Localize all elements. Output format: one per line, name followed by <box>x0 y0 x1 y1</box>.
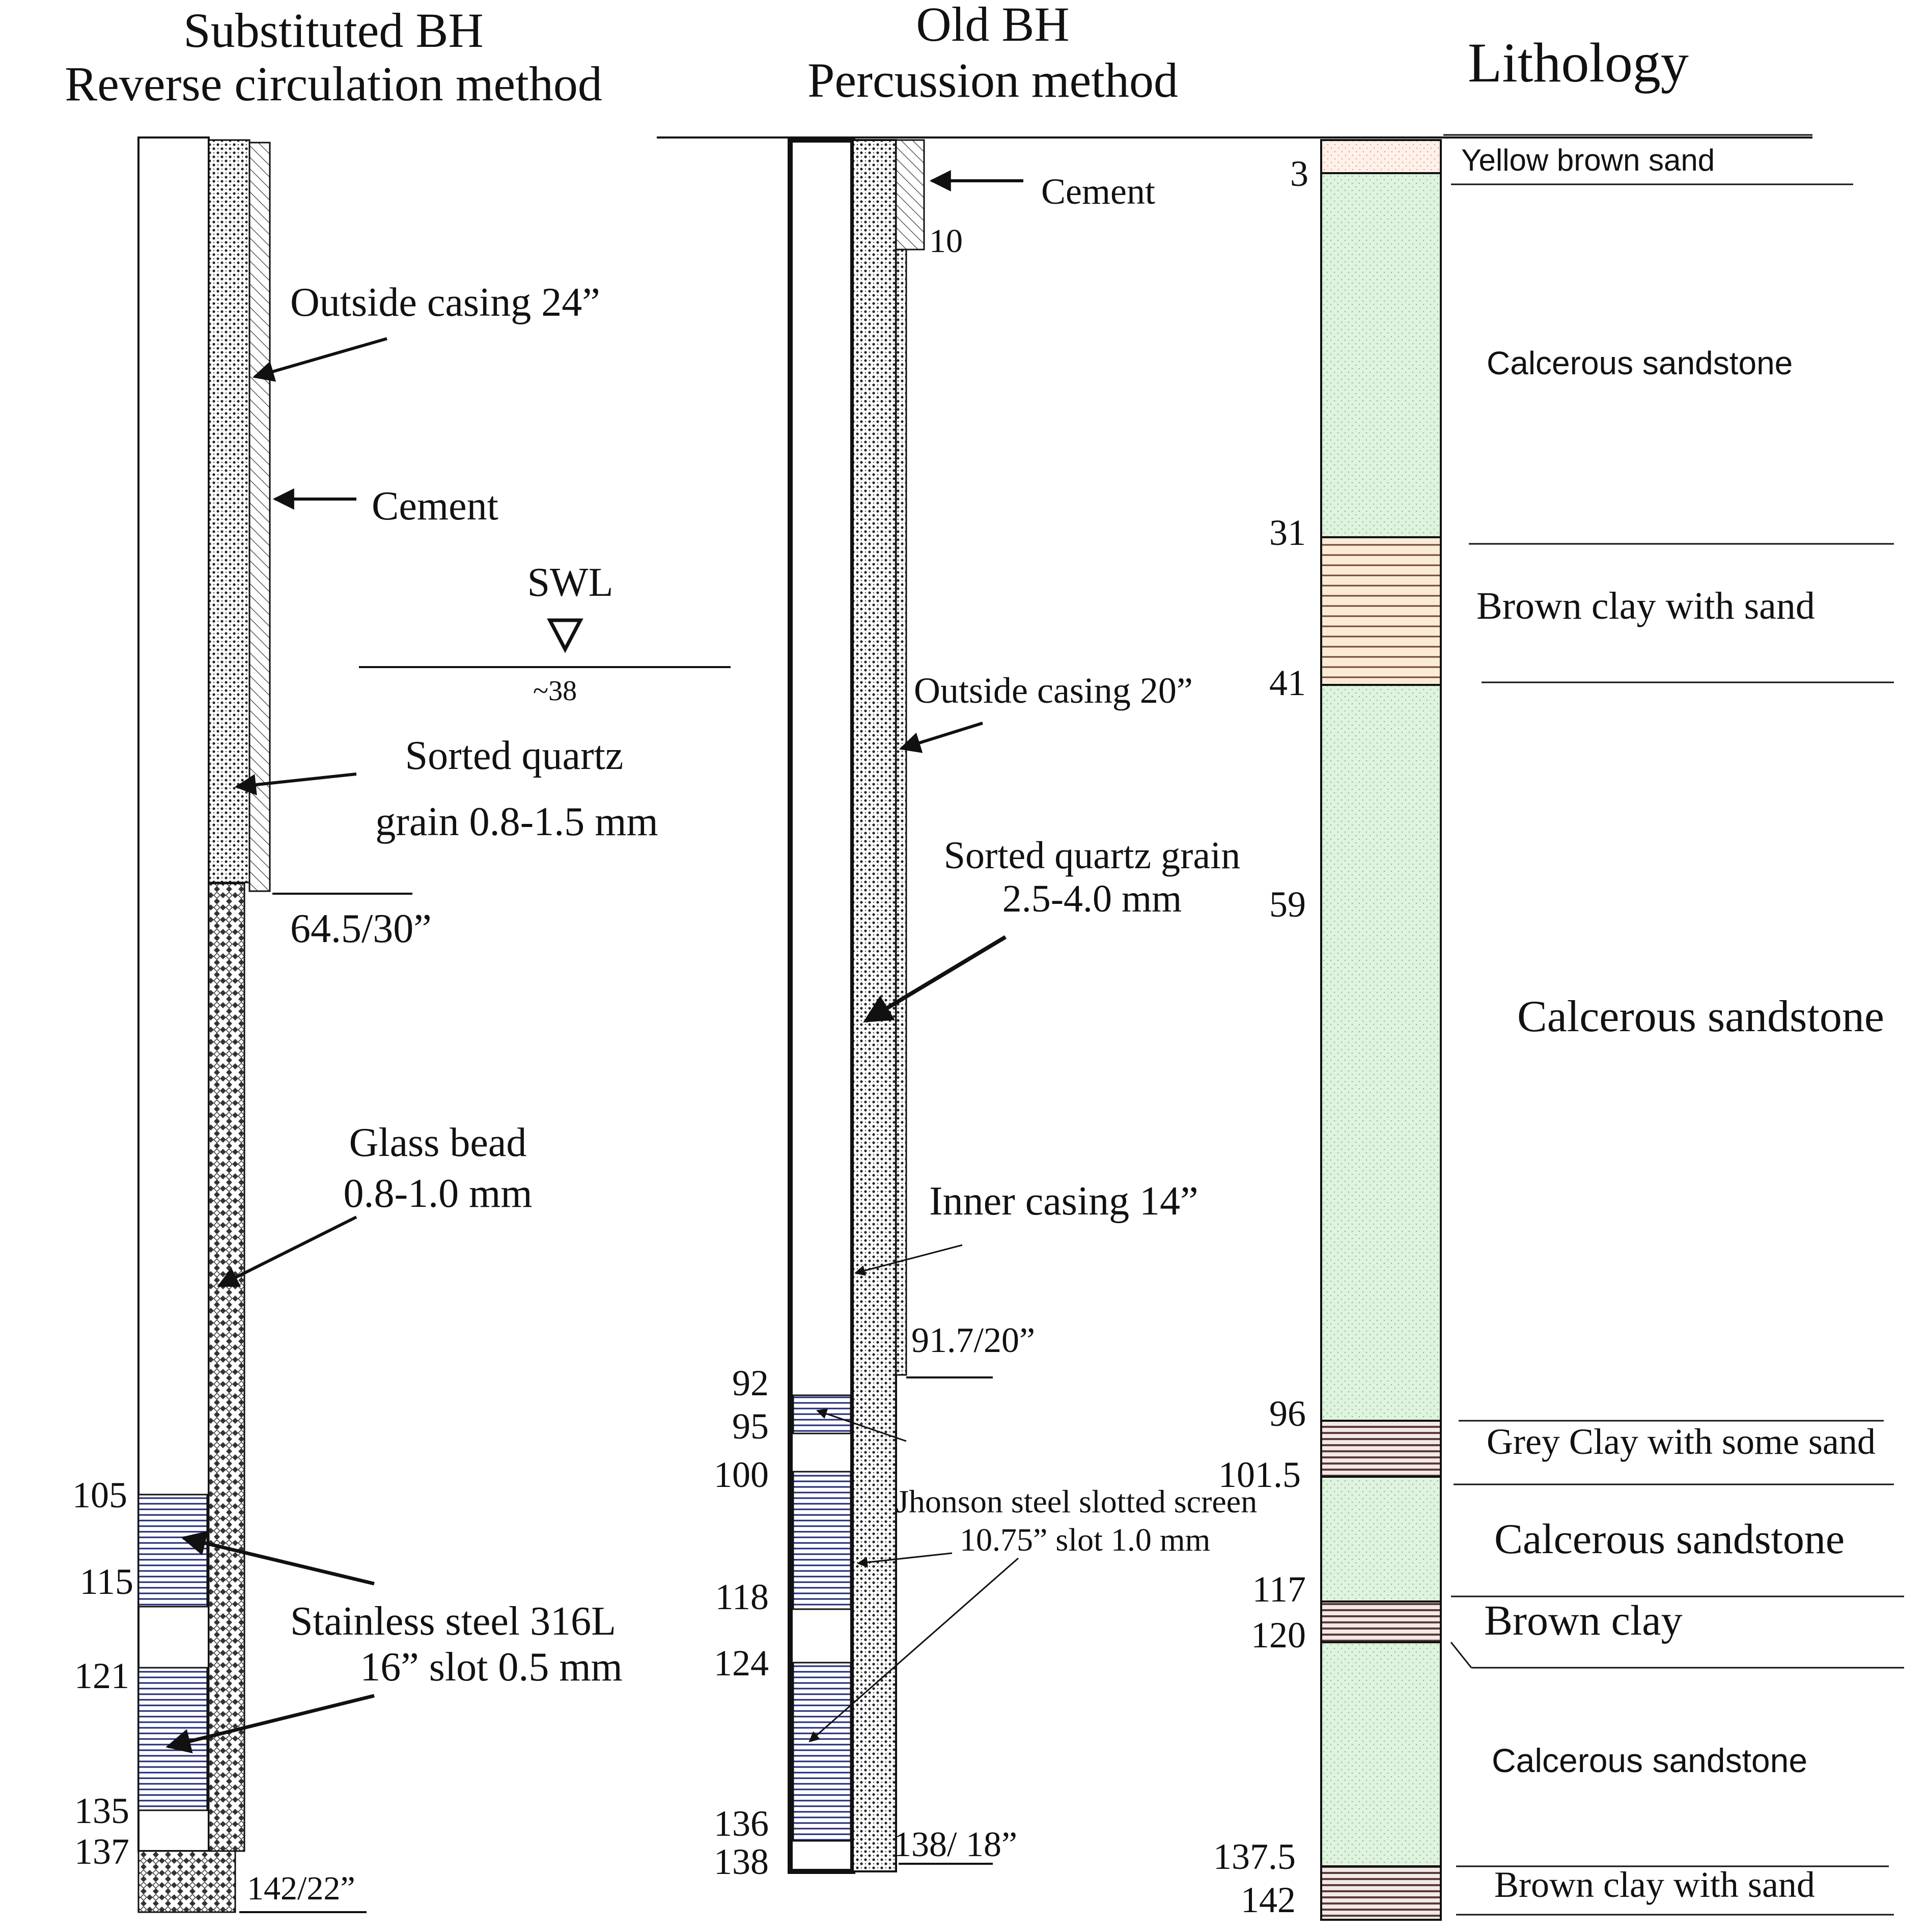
middle-quartz-label-2: 2.5-4.0 mm <box>1002 877 1182 920</box>
lithology-title: Lithology <box>1468 32 1689 94</box>
left-steel-arrow-lower <box>165 1694 375 1754</box>
swl-depth-label: ~38 <box>533 675 577 707</box>
lithology-layer-4 <box>1320 1420 1442 1478</box>
left-steel-label-2: 16” slot 0.5 mm <box>360 1645 623 1690</box>
middle-hole-bottom-label: 138/ 18” <box>894 1825 1017 1864</box>
middle-depth: 100 <box>714 1454 769 1495</box>
middle-depth: 136 <box>714 1803 769 1844</box>
left-hole-bottom-label: 142/22” <box>247 1870 355 1907</box>
lithology-layer-5 <box>1320 1476 1442 1603</box>
middle-depth: 124 <box>714 1643 769 1683</box>
left-title-line1: Substituted BH <box>183 3 483 58</box>
left-depth: 115 <box>80 1561 133 1602</box>
lithology-column <box>1320 139 1442 1921</box>
middle-cement <box>895 139 925 251</box>
middle-outside-casing-ext <box>895 249 907 1376</box>
middle-screen-label-2: 10.75” slot 1.0 mm <box>960 1522 1210 1558</box>
lithology-layer-0 <box>1320 139 1442 174</box>
left-cement <box>248 142 271 892</box>
lithology-layer-6 <box>1320 1600 1442 1643</box>
middle-inner-casing <box>788 137 855 1874</box>
lithology-label: Grey Clay with some sand <box>1487 1421 1876 1462</box>
lithology-depth: 96 <box>1269 1393 1306 1434</box>
middle-depth: 92 <box>732 1363 769 1403</box>
lithology-depth: 142 <box>1241 1880 1296 1920</box>
left-cement-label: Cement <box>372 484 498 529</box>
middle-cement-depth: 10 <box>929 223 963 260</box>
middle-cement-label: Cement <box>1041 171 1155 212</box>
lithology-depth: 31 <box>1269 512 1306 553</box>
middle-screen-arrow-3 <box>808 1557 1019 1743</box>
middle-borehole <box>788 137 925 1874</box>
left-bottom-plug <box>137 1850 236 1913</box>
lithology-label: Brown clay <box>1484 1597 1683 1644</box>
lithology-layer-7 <box>1320 1641 1442 1867</box>
middle-depth: 118 <box>715 1577 769 1617</box>
middle-depth: 138 <box>714 1841 769 1882</box>
lithology-label: Brown clay with sand <box>1476 585 1815 627</box>
lithology-depth: 137.5 <box>1213 1836 1296 1877</box>
left-steel-label-1: Stainless steel 316L <box>290 1599 616 1644</box>
left-glass-label-2: 0.8-1.0 mm <box>343 1171 532 1216</box>
lithology-layer-2 <box>1320 536 1442 686</box>
middle-screen-arrow-1 <box>816 1409 907 1442</box>
swl-triangle-icon <box>547 618 583 653</box>
left-quartz-pack <box>208 139 250 884</box>
left-glass-bead-pack <box>208 882 245 1852</box>
left-borehole <box>137 136 271 1913</box>
middle-depth: 95 <box>732 1406 769 1447</box>
left-quartz-arrow <box>234 772 357 795</box>
middle-inner-casing-arrow <box>854 1244 963 1276</box>
middle-title-line1: Old BH <box>916 0 1069 51</box>
left-casing-bottom-label: 64.5/30” <box>290 906 432 951</box>
middle-casing-bottom-label: 91.7/20” <box>911 1321 1035 1360</box>
left-depth: 137 <box>74 1831 129 1872</box>
left-steel-arrow-upper <box>181 1531 375 1586</box>
lithology-layer-3 <box>1320 684 1442 1422</box>
left-outside-casing-arrow <box>252 337 387 382</box>
left-depth: 105 <box>72 1475 127 1515</box>
left-title-line2: Reverse circulation method <box>65 57 602 111</box>
lithology-depth: 41 <box>1269 663 1306 703</box>
left-outside-casing-label: Outside casing 24” <box>290 280 600 325</box>
left-glass-arrow <box>217 1216 357 1287</box>
middle-title-line2: Percussion method <box>807 53 1178 107</box>
lithology-depth: 101.5 <box>1218 1454 1301 1495</box>
lithology-label: Calcerous sandstone <box>1517 992 1884 1041</box>
lithology-depth: 59 <box>1269 884 1306 925</box>
lithology-label: Brown clay with sand <box>1494 1864 1815 1905</box>
lithology-depth: 3 <box>1290 153 1308 194</box>
middle-screen-label-1: Jhonson steel slotted screen <box>896 1483 1257 1520</box>
lithology-depth: 120 <box>1251 1615 1306 1655</box>
middle-screen-2 <box>792 1471 852 1610</box>
lithology-layer-1 <box>1320 172 1442 538</box>
left-glass-label-1: Glass bead <box>349 1120 527 1165</box>
middle-inner-casing-label: Inner casing 14” <box>929 1179 1198 1224</box>
middle-screen-1 <box>792 1394 852 1434</box>
lithology-label: Yellow brown sand <box>1461 143 1715 177</box>
middle-outside-casing-arrow <box>899 722 983 753</box>
lithology-label: Calcerous sandstone <box>1494 1515 1845 1563</box>
middle-screen-3 <box>792 1662 852 1842</box>
middle-quartz-label-1: Sorted quartz grain <box>944 834 1240 877</box>
left-depth: 121 <box>74 1655 129 1696</box>
lithology-boundary-lines <box>1443 134 1904 1916</box>
lithology-layer-8 <box>1320 1865 1442 1921</box>
swl-label: SWL <box>527 560 613 605</box>
middle-outside-casing-label: Outside casing 20” <box>914 670 1193 711</box>
lithology-label: Calcerous sandstone <box>1487 345 1793 381</box>
left-screen-upper <box>137 1494 208 1608</box>
left-depth: 135 <box>74 1790 129 1831</box>
middle-screen-arrow-2 <box>856 1552 953 1568</box>
middle-quartz-arrow <box>863 935 1007 1023</box>
lithology-label: Calcerous sandstone <box>1492 1742 1807 1779</box>
left-quartz-label-1: Sorted quartz <box>405 733 624 778</box>
left-quartz-label-2: grain 0.8-1.5 mm <box>375 799 658 844</box>
lithology-depth: 117 <box>1252 1569 1306 1610</box>
